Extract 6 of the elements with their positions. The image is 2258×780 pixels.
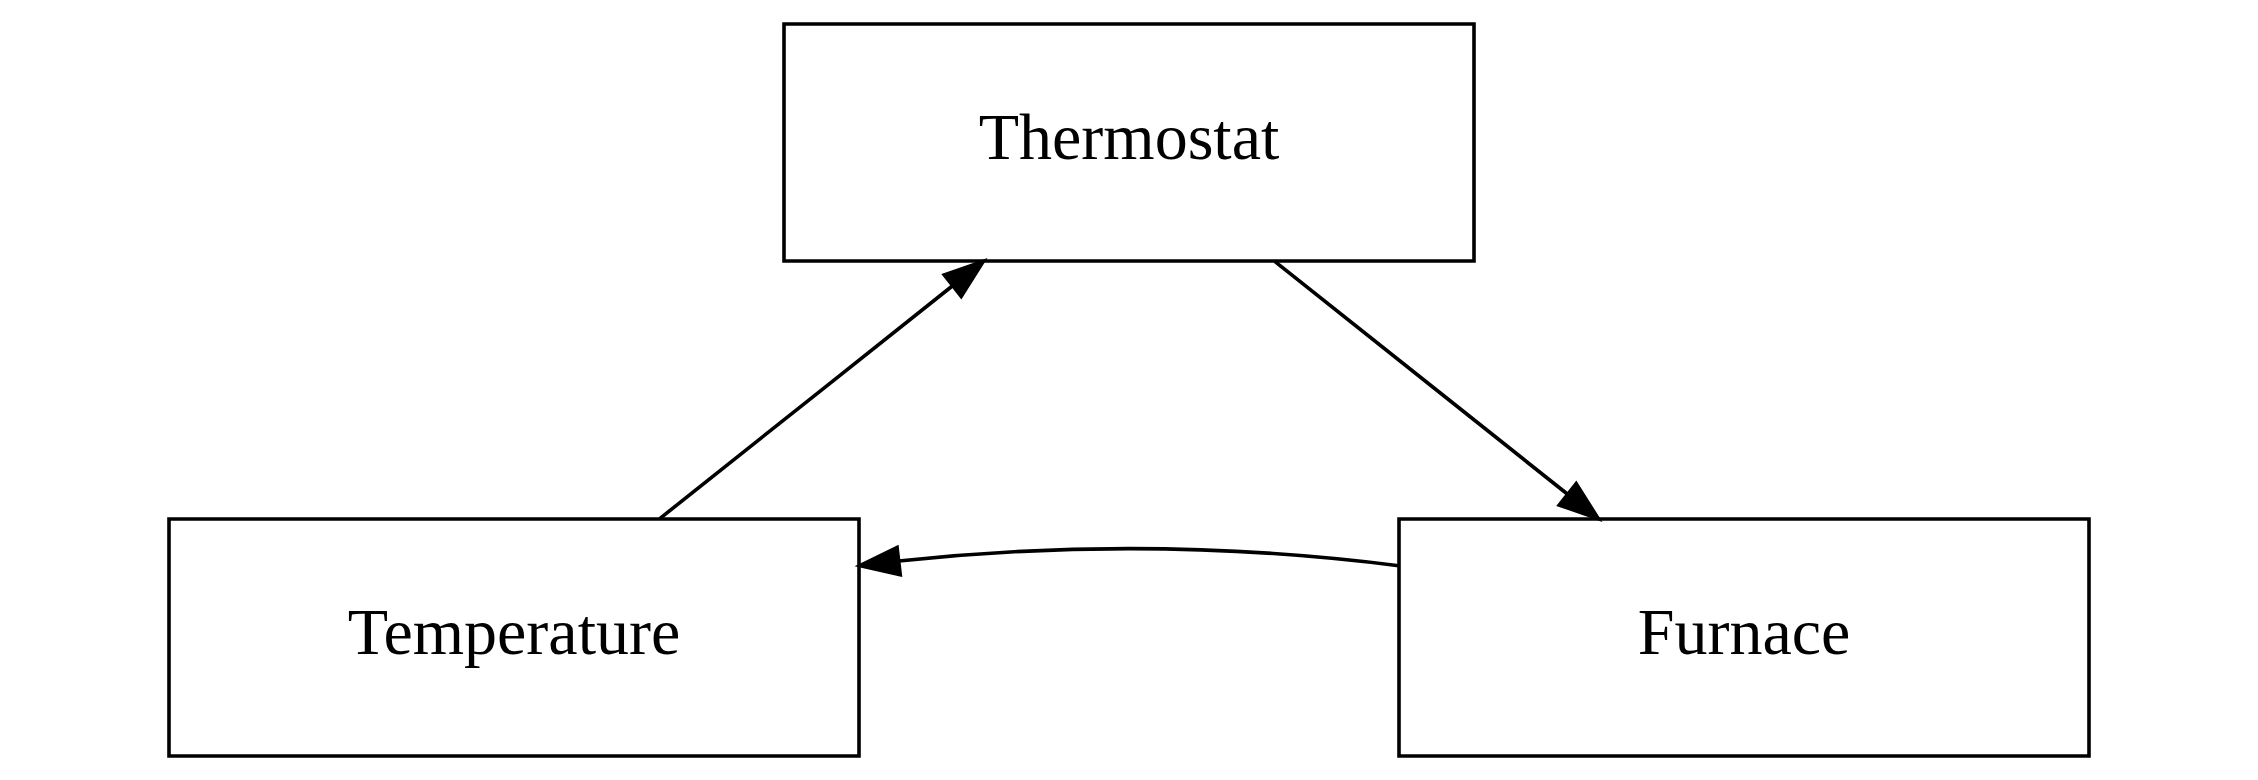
arrow bbox=[1273, 260, 1603, 522]
arrow bbox=[658, 258, 988, 520]
node-box: Thermostat bbox=[782, 22, 1476, 263]
node-box: Furnace bbox=[1397, 517, 2091, 758]
arrow bbox=[854, 544, 1399, 577]
node-box: Temperature bbox=[167, 517, 861, 758]
